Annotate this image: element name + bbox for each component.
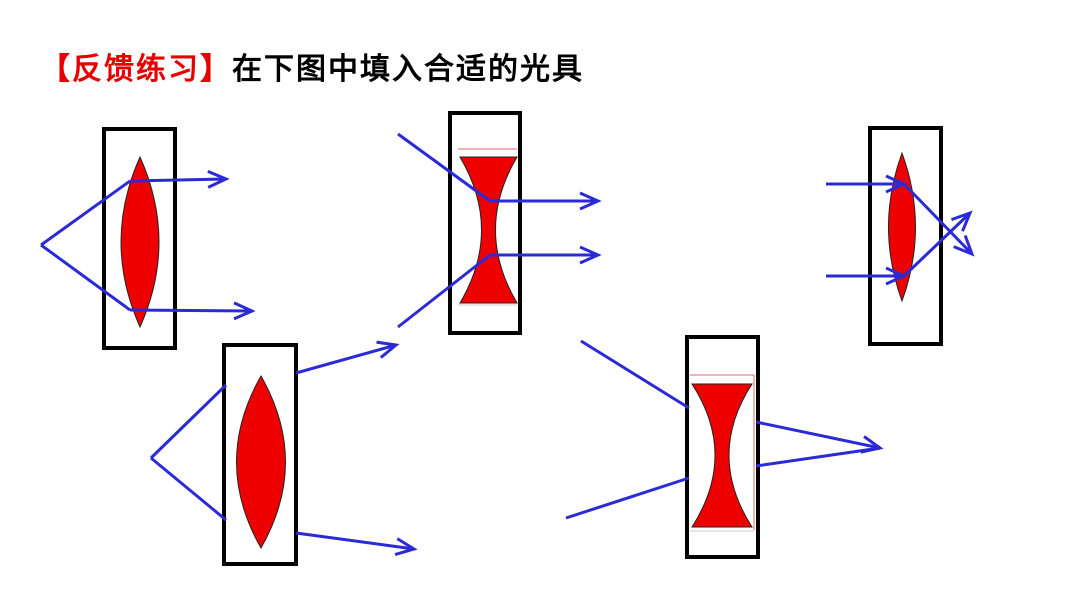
ray [755,446,881,468]
ray [755,420,884,454]
lens-box-1[interactable] [102,127,177,350]
ray [565,476,690,520]
ray [397,253,491,329]
ray [902,210,973,278]
rays-set-2 [397,132,602,329]
ray [149,383,228,460]
ray [150,456,227,522]
convex-lens-icon [120,155,160,329]
ray [902,182,975,257]
ray [295,531,418,556]
lens-box-2[interactable] [448,111,522,335]
ray [580,339,690,410]
ray [40,243,131,312]
lens-box-4[interactable] [222,343,298,566]
convex-lens-icon [236,374,286,550]
exercise-title-label: 【反馈练习】 [40,52,232,87]
ray [40,179,131,247]
lens-box-3[interactable] [868,126,943,346]
ray [295,340,400,375]
rays-set-4 [149,340,418,556]
rays-set-5 [565,339,884,520]
concave-lens-icon [459,156,518,304]
rays-set-1 [40,169,256,321]
lens-box-5[interactable] [685,335,760,559]
ray [129,301,256,321]
ray [129,169,230,189]
exercise-title: 【反馈练习】在下图中填入合适的光具 [40,52,584,88]
concave-lens-icon [691,383,753,528]
rays-set-3 [826,174,975,286]
exercise-title-text: 在下图中填入合适的光具 [232,52,584,87]
ray [397,132,491,203]
